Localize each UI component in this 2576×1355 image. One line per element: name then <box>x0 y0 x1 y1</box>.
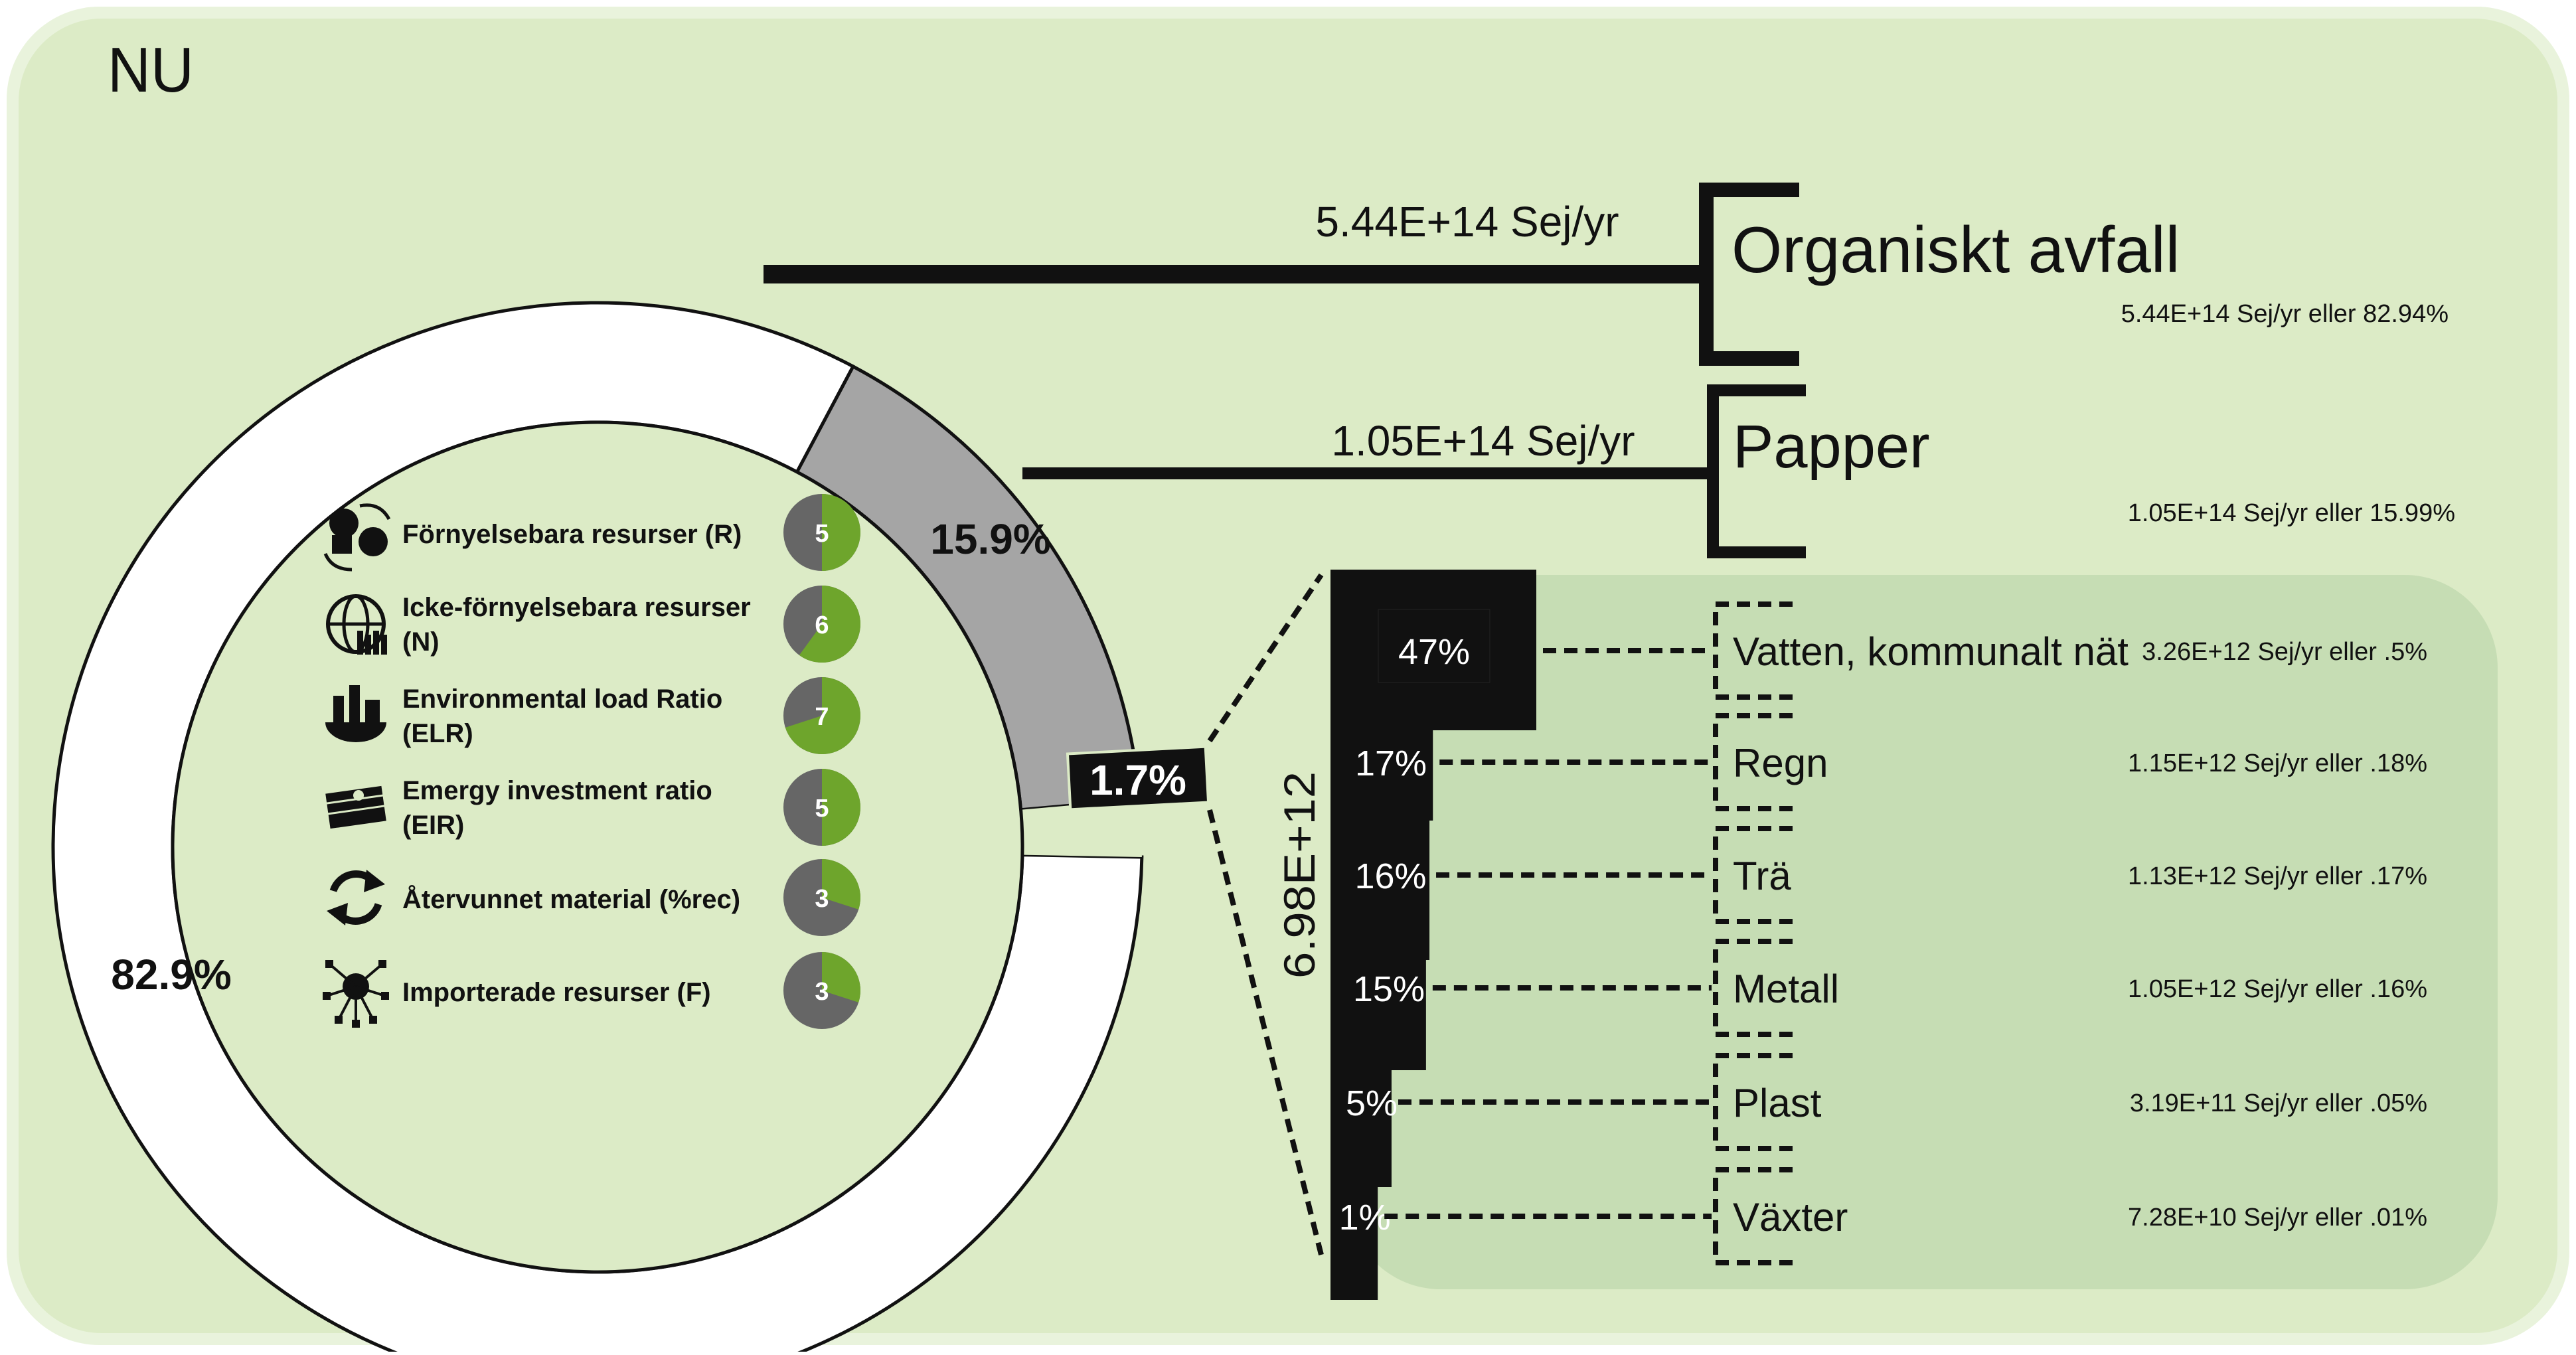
breakdown-chart: 47% Vatten, kommunalt nät 3.26E+12 Sej/yr … <box>1330 570 2427 1300</box>
factory-globe-icon <box>325 685 386 742</box>
breakdown-panel <box>1348 575 2498 1289</box>
score-pie-fill <box>822 494 860 571</box>
zoom-line-top <box>1207 573 1324 743</box>
zoom-lines <box>1207 573 1324 1255</box>
donut-label-ovrigt: 1.7% <box>1089 756 1186 804</box>
indicator-label-suffix: (EIR) <box>402 811 464 840</box>
category-connector: 1.05E+14 Sej/yr Papper 1.05E+14 Sej/yr ell… <box>1022 384 2455 558</box>
breakdown-name: Växter <box>1733 1195 1848 1239</box>
breakdown-percent: 17% <box>1355 744 1427 783</box>
breakdown-detail: 1.13E+12 Sej/yr eller .17% <box>2128 862 2427 890</box>
score-value: 7 <box>815 703 829 731</box>
indicator-label: Importerade resurser (F) <box>402 978 711 1007</box>
indicator-row: Environmental load Ratio (ELR) 7 <box>325 677 860 754</box>
breakdown-detail: 7.28E+10 Sej/yr eller .01% <box>2128 1204 2427 1232</box>
score-value: 3 <box>815 885 829 913</box>
page-title: NU <box>108 35 194 106</box>
globe-chart-icon <box>326 594 387 655</box>
breakdown-detail: 3.19E+11 Sej/yr eller .05% <box>2130 1089 2427 1117</box>
breakdown-name: Trä <box>1733 854 1791 898</box>
breakdown-bar <box>1330 1069 1392 1187</box>
breakdown-row: 1% Växter 7.28E+10 Sej/yr eller .01% <box>1330 1167 2427 1300</box>
breakdown-detail: 3.26E+12 Sej/yr eller .5% <box>2142 638 2427 666</box>
breakdown-name: Plast <box>1733 1081 1822 1125</box>
score-pie-fill <box>822 952 860 1002</box>
breakdown-percent: 47% <box>1398 632 1470 672</box>
breakdown-row: 16% Trä 1.13E+12 Sej/yr eller .17% <box>1330 819 2427 960</box>
breakdown-bar <box>1330 959 1426 1070</box>
breakdown-name: Vatten, kommunalt nät <box>1733 629 2129 674</box>
breakdown-total: 6.98E+12 <box>1275 771 1324 979</box>
donut-label-organiskt: 82.9% <box>111 951 231 998</box>
breakdown-detail: 1.15E+12 Sej/yr eller .18% <box>2128 750 2427 777</box>
score-value: 6 <box>815 611 829 639</box>
breakdown-bar <box>1330 819 1430 960</box>
breakdown-label-box <box>1378 609 1490 683</box>
indicator-label: Environmental load Ratio <box>402 684 722 714</box>
score-value: 5 <box>815 795 829 823</box>
breakdown-percent: 1% <box>1339 1198 1391 1237</box>
breakdown-percent: 16% <box>1354 856 1426 896</box>
donut-center <box>171 420 1024 1274</box>
breakdown-row: 17% Regn 1.15E+12 Sej/yr eller .18% <box>1330 713 2427 821</box>
breakdown-bar <box>1330 1186 1378 1300</box>
indicator-row: Icke-förnyelsebara resurser (N) 6 <box>326 586 860 663</box>
score-pie-fill <box>822 769 860 846</box>
network-dollar-icon <box>323 960 389 1028</box>
indicator-label-suffix: (ELR) <box>402 719 473 748</box>
category-flow: 5.44E+14 Sej/yr <box>1315 198 1619 246</box>
donut-callout-box <box>1066 745 1210 811</box>
breakdown-name: Regn <box>1733 741 1828 785</box>
indicator-row: Återvunnet material (%rec) 3 <box>327 859 860 936</box>
category-name: Papper <box>1733 413 1930 481</box>
score-pie-fill <box>822 859 860 910</box>
indicator-label: Förnyelsebara resurser (R) <box>402 520 742 549</box>
indicator-label: Återvunnet material (%rec) <box>402 884 740 914</box>
score-pie-fill <box>785 677 860 754</box>
people-exchange-icon <box>323 503 391 572</box>
category-detail: 1.05E+14 Sej/yr eller 15.99% <box>2128 499 2455 527</box>
category-flow: 1.05E+14 Sej/yr <box>1331 417 1635 465</box>
breakdown-percent: 15% <box>1353 969 1425 1009</box>
indicator-list: Förnyelsebara resurser (R)5Icke-förnyels… <box>323 494 860 1029</box>
money-stack-icon <box>323 783 389 831</box>
indicator-row: Importerade resurser (F) 3 <box>323 952 860 1029</box>
donut-slice-ovrigt <box>1020 799 1142 857</box>
recycle-arrows-icon <box>327 870 385 925</box>
breakdown-name: Metall <box>1733 967 1839 1011</box>
donut-chart <box>51 301 1144 1355</box>
breakdown-row: 47% Vatten, kommunalt nät 3.26E+12 Sej/yr … <box>1330 570 2427 730</box>
category-name: Organiskt avfall <box>1731 213 2180 286</box>
zoom-line-bottom <box>1207 809 1324 1255</box>
breakdown-bar <box>1330 729 1433 821</box>
breakdown-row: 15% Metall 1.05E+12 Sej/yr eller .16% <box>1330 939 2427 1070</box>
connector-bracket <box>1699 183 1799 366</box>
indicator-label-suffix: (N) <box>402 627 440 657</box>
indicator-label: Icke-förnyelsebara resurser <box>402 593 751 622</box>
category-connectors: 5.44E+14 Sej/yr Organiskt avfall 5.44E+14 … <box>764 183 2455 558</box>
indicator-row: Emergy investment ratio (EIR) 5 <box>323 769 860 846</box>
score-value: 3 <box>815 978 829 1006</box>
score-value: 5 <box>815 520 829 548</box>
donut-labels: 82.9% 15.9% 1.7% <box>111 515 1210 998</box>
breakdown-row: 5% Plast 3.19E+11 Sej/yr eller .05% <box>1330 1053 2427 1187</box>
indicator-label: Emergy investment ratio <box>402 776 712 805</box>
breakdown-percent: 5% <box>1346 1083 1398 1123</box>
breakdown-detail: 1.05E+12 Sej/yr eller .16% <box>2128 975 2427 1003</box>
score-pie-fill <box>799 586 860 663</box>
connector-bracket <box>1707 384 1806 558</box>
category-detail: 5.44E+14 Sej/yr eller 82.94% <box>2121 300 2449 328</box>
donut-label-papper: 15.9% <box>930 515 1050 563</box>
category-connector: 5.44E+14 Sej/yr Organiskt avfall 5.44E+14 … <box>764 183 2449 366</box>
indicator-row: Förnyelsebara resurser (R) 5 <box>323 494 860 572</box>
